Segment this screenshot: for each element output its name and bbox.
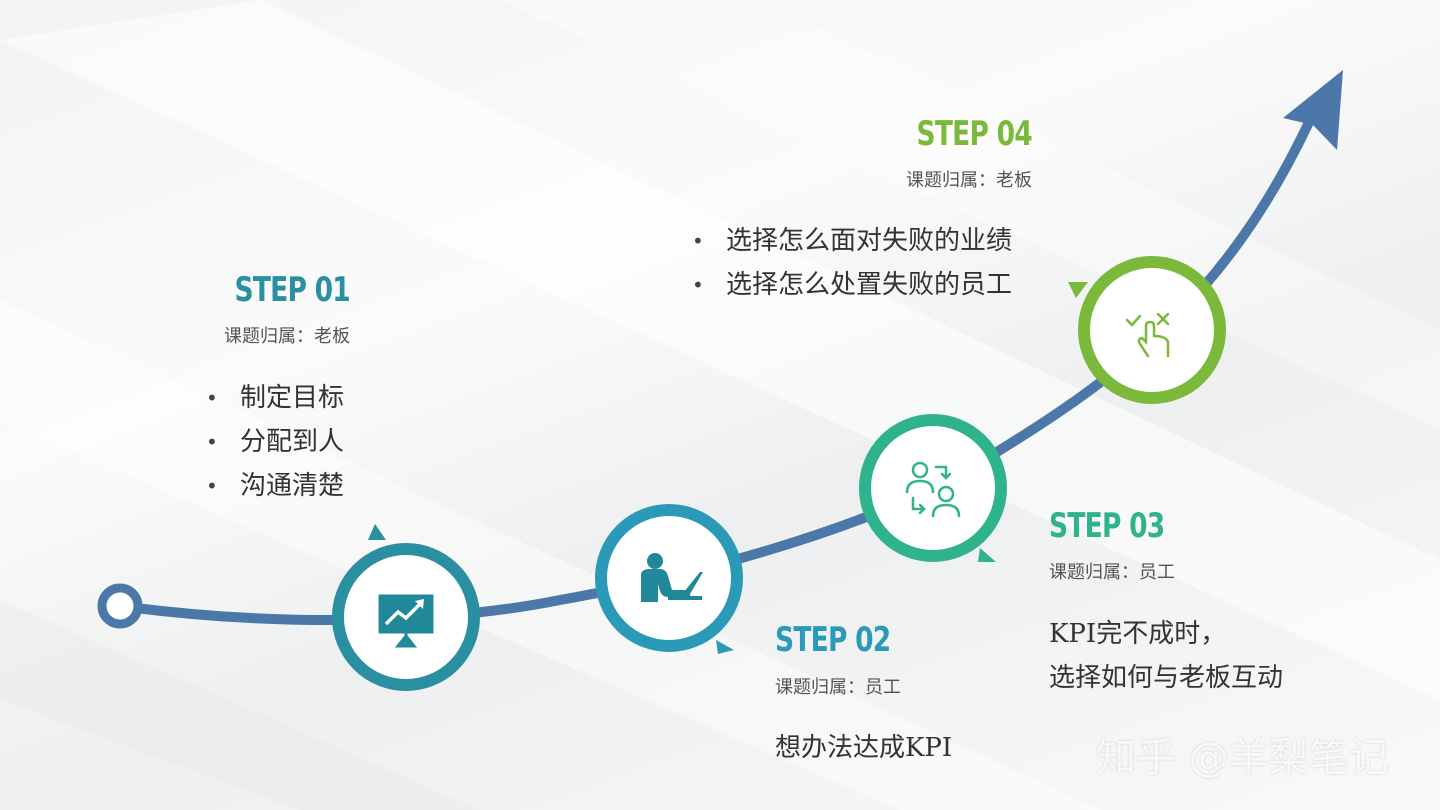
- step-2-owner: 课题归属：员工: [775, 677, 901, 698]
- step-4-node: [1068, 256, 1226, 404]
- step-1-owner: 课题归属：老板: [224, 326, 350, 347]
- step-4-bullets: 选择怎么面对失败的业绩 选择怎么处置失败的员工: [692, 219, 1012, 307]
- step-1-title: STEP 01: [234, 270, 351, 310]
- step-1-bullets: 制定目标 分配到人 沟通清楚: [206, 376, 344, 508]
- watermark: 知乎 @羊梨笔记: [1096, 735, 1389, 781]
- person-laptop-icon: [641, 553, 703, 602]
- presentation-chart-icon: [378, 594, 434, 648]
- step-2-title: STEP 02: [775, 620, 891, 660]
- step-2-text: 想办法达成KPI: [775, 733, 953, 763]
- hand-choice-icon: [1125, 312, 1170, 358]
- step-3-owner: 课题归属：员工: [1049, 562, 1175, 583]
- step-3-title: STEP 03: [1049, 506, 1165, 546]
- step-4-title: STEP 04: [916, 114, 1033, 154]
- step-2-node: [595, 504, 743, 654]
- start-point: [97, 583, 143, 629]
- step-3-text-line-2: 选择如何与老板互动: [1049, 663, 1284, 693]
- step-4-bullet: 选择怎么面对失败的业绩: [692, 219, 1012, 263]
- step-1-bullet: 制定目标: [206, 376, 344, 420]
- growth-arrow-head: [1283, 70, 1343, 150]
- people-exchange-icon: [905, 461, 961, 518]
- step-1-bullet: 沟通清楚: [206, 464, 344, 508]
- step-4-owner: 课题归属：老板: [906, 170, 1032, 191]
- step-4-bullet: 选择怎么处置失败的员工: [692, 263, 1012, 307]
- step-1-bullet: 分配到人: [206, 420, 344, 464]
- step-3-text-line-1: KPI完不成时，: [1049, 619, 1227, 649]
- step-1-node: [332, 524, 480, 691]
- step-3-node: [859, 414, 1007, 562]
